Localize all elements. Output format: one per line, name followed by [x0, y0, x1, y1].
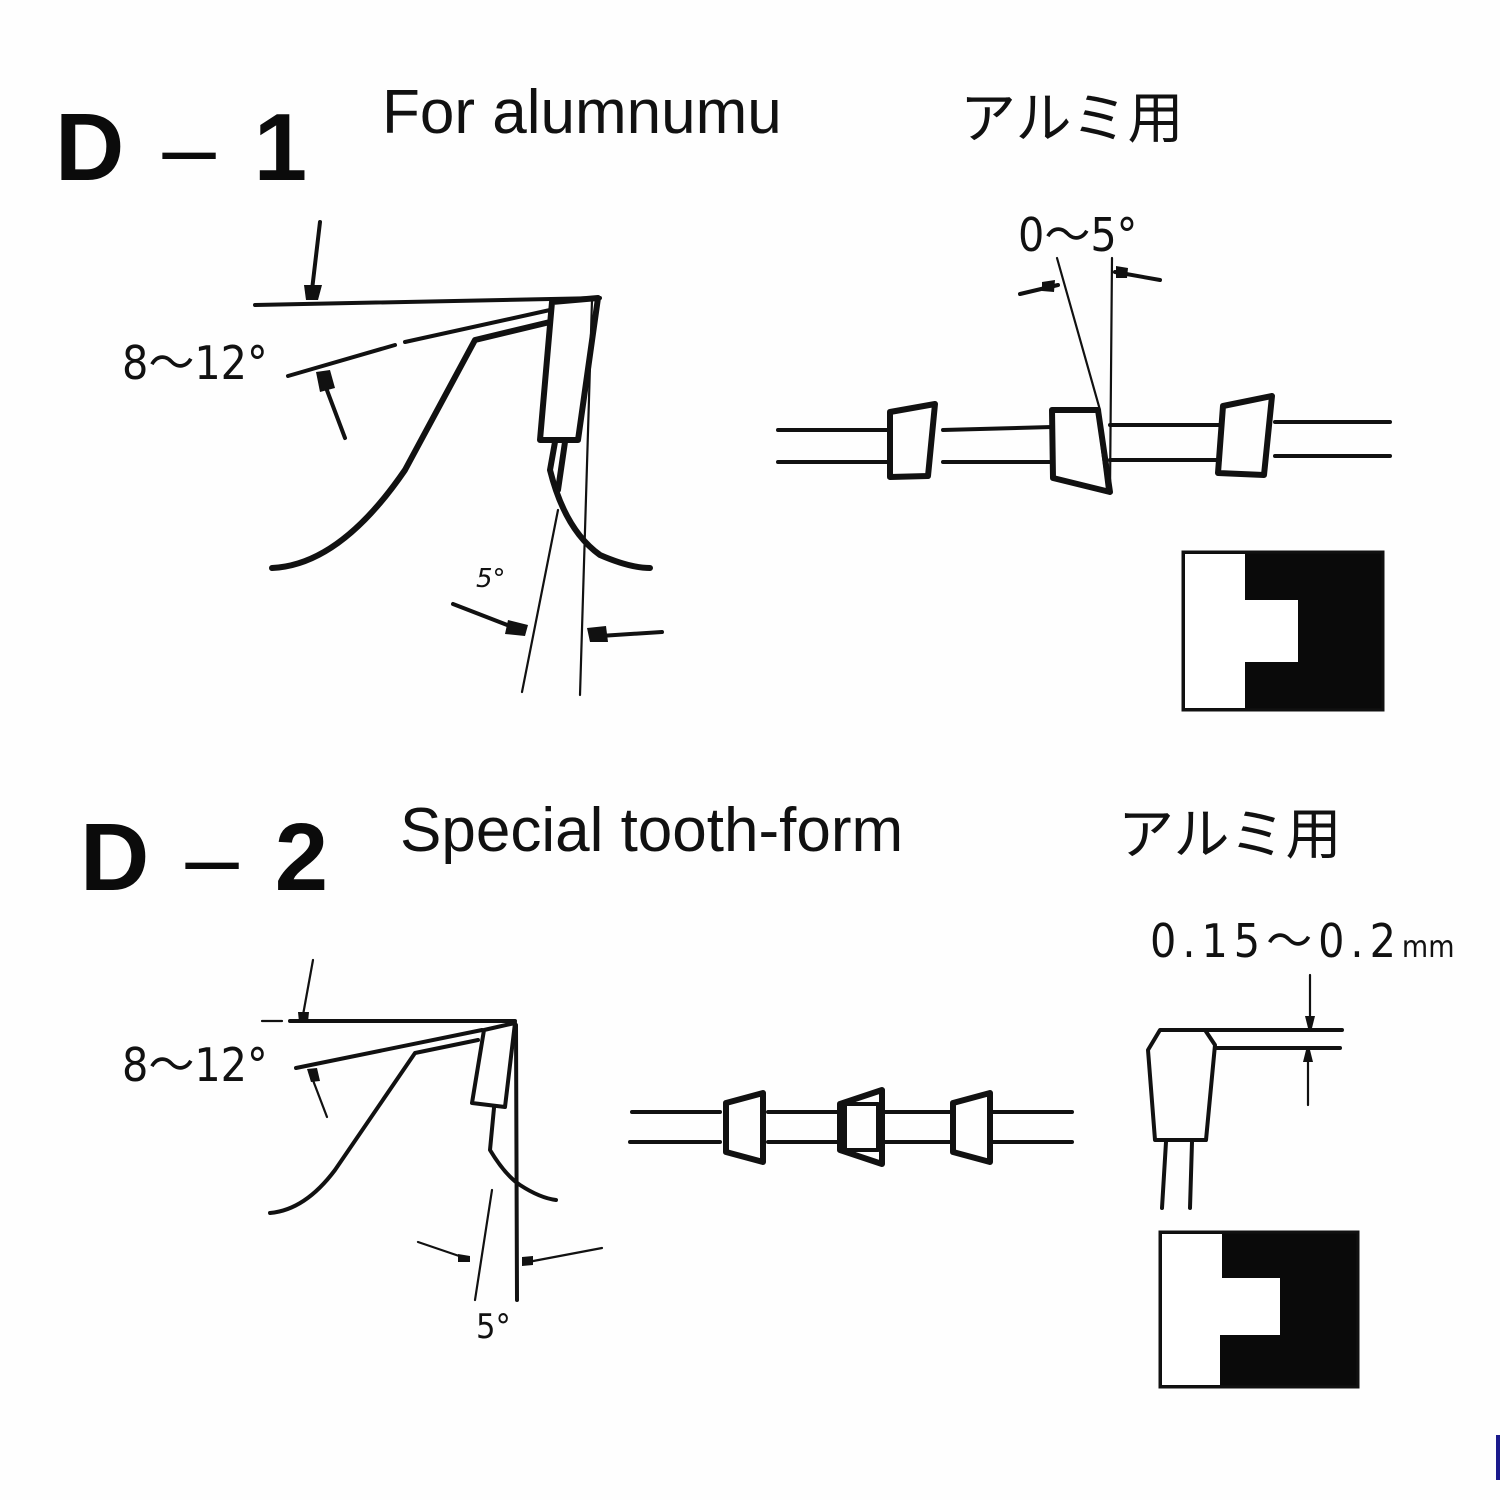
edge-mark [1496, 1435, 1500, 1480]
d2-chamfer-dimension-label: 0.15〜0.2mm [1150, 918, 1455, 964]
d1-tooth-profile-icon [1181, 550, 1385, 712]
d2-tooth-side-view [260, 958, 604, 1302]
section-d1-japanese: アルミ用 [960, 87, 1184, 152]
d1-tooth-top-view [776, 256, 1392, 495]
section-d1-dash: – [162, 94, 222, 201]
section-d2-letter: D [80, 804, 156, 911]
d2-tooth-profile-icon [1158, 1230, 1360, 1389]
section-d1-code: D–1 [55, 100, 313, 196]
section-d2-japanese: アルミ用 [1118, 803, 1342, 868]
d1-clearance-angle-label: 5° [476, 564, 506, 594]
d2-chamfer-unit: mm [1401, 930, 1455, 965]
section-d1-description: For alumnumu [382, 78, 782, 147]
d1-tooth-side-view [253, 220, 664, 697]
d2-chamfer-detail [1146, 973, 1344, 1210]
section-d1-letter: D [55, 94, 131, 201]
d2-rake-angle-label: 8〜12° [122, 1038, 268, 1092]
section-d1-number: 1 [253, 94, 314, 201]
d1-rake-angle-label: 8〜12° [122, 336, 268, 390]
d2-tooth-top-view [628, 1087, 1074, 1167]
section-d2-number: 2 [274, 804, 335, 911]
d1-top-angle-label: 0〜5° [1018, 208, 1138, 262]
section-d2-code: D–2 [80, 810, 334, 906]
d2-clearance-angle-label: 5° [476, 1307, 511, 1347]
section-d2-dash: – [185, 804, 245, 911]
section-d2-description: Special tooth-form [400, 796, 904, 865]
d2-chamfer-value: 0.15〜0.2 [1150, 914, 1402, 968]
